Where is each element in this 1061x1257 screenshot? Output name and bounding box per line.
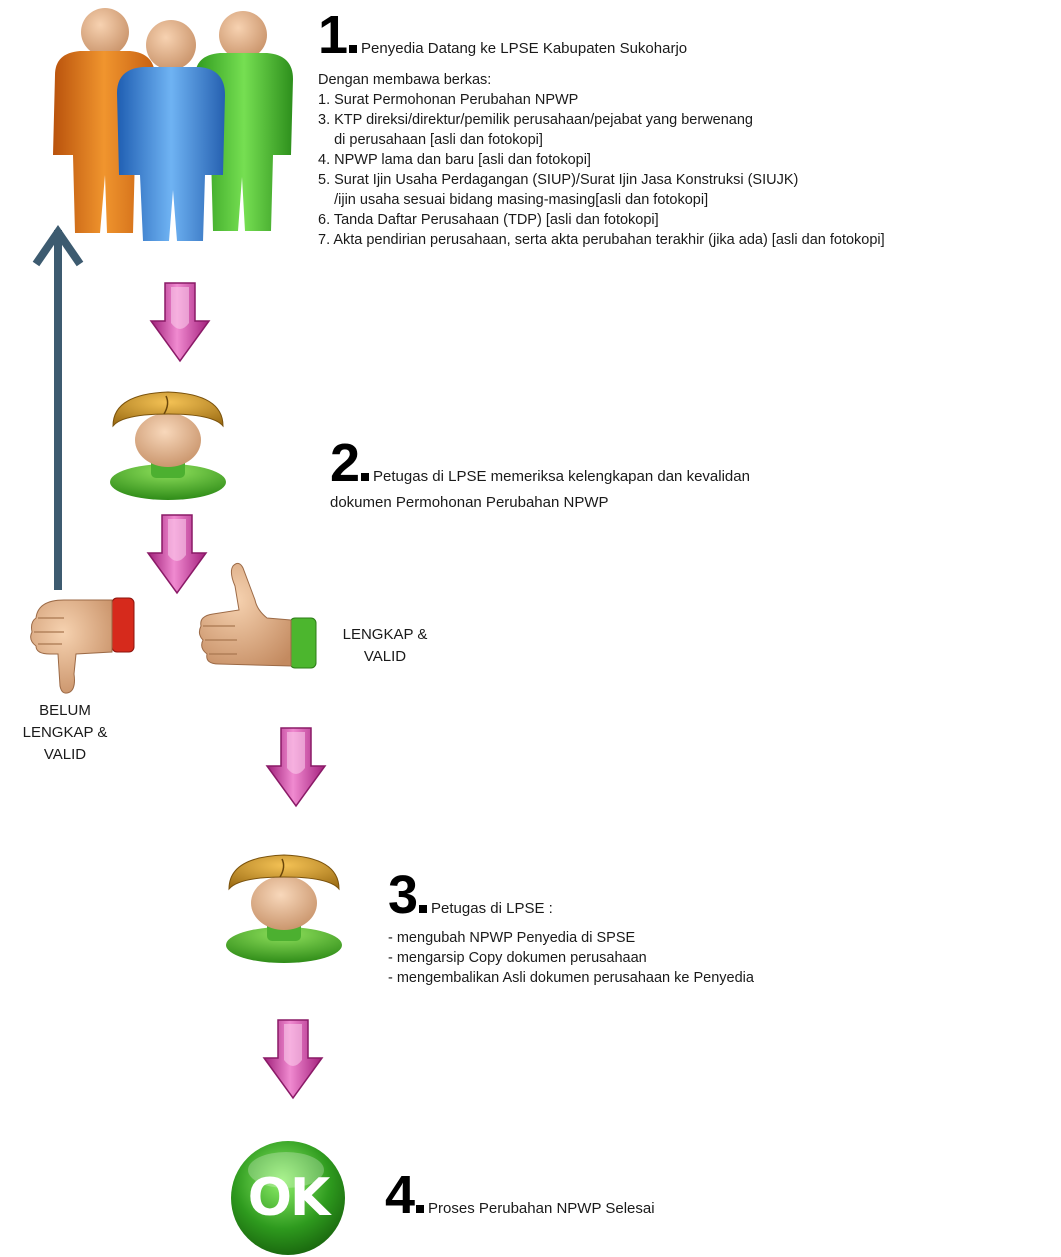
list-item: - mengembalikan Asli dokumen perusahaan … [388,970,754,986]
list-item: - mengubah NPWP Penyedia di SPSE [388,930,636,946]
return-arrow-icon [32,224,84,590]
ok-badge: OK [230,1140,346,1256]
ok-circle-icon [231,1141,345,1255]
step4-title: Proses Perubahan NPWP Selesai [428,1200,655,1217]
people-group-icon [53,8,293,241]
invalid-label: BELUM LENGKAP & VALID [22,702,108,763]
step3-number: 3 [388,865,418,925]
step1-intro: Dengan membawa berkas: [318,72,492,88]
step3-action-list: - mengubah NPWP Penyedia di SPSE - menga… [388,928,754,988]
list-item: 5. Surat Ijin Usaha Perdagangan (SIUP)/S… [318,172,799,188]
flow-arrow-down-icon [263,1019,323,1099]
list-item: di perusahaan [asli dan fotokopi] [318,132,543,148]
step1-number: 1 [318,5,348,65]
valid-label: LENGKAP & VALID [342,626,428,665]
list-item: 6. Tanda Daftar Perusahaan (TDP) [asli d… [318,212,659,228]
step4-number: 4 [385,1165,415,1225]
step3-title: Petugas di LPSE : [431,900,553,917]
officer-icon [109,391,227,501]
list-item: /ijin usaha sesuai bidang masing-masing[… [318,192,709,208]
step1-document-list: 1. Surat Permohonan Perubahan NPWP 3. KT… [318,90,885,250]
thumbs-down-icon [30,597,135,694]
flow-arrow-down-icon [266,727,326,807]
list-item: 3. KTP direksi/direktur/pemilik perusaha… [318,112,753,128]
step-bullet-icon [349,45,358,53]
step2-number: 2 [330,433,360,493]
list-item: 4. NPWP lama dan baru [asli dan fotokopi… [318,152,591,168]
step-bullet-icon [419,905,428,913]
officer-icon [225,854,343,964]
thumbs-up-icon [198,562,317,669]
list-item: 7. Akta pendirian perusahaan, serta akta… [318,232,885,248]
flow-arrow-down-icon [150,282,210,362]
step-bullet-icon [416,1205,425,1213]
ok-badge-text: OK [247,1168,331,1228]
step-bullet-icon [361,473,370,481]
list-item: 1. Surat Permohonan Perubahan NPWP [318,92,579,108]
step2-title: Petugas di LPSE memeriksa kelengkapan da… [373,468,750,485]
step2-title-line2: dokumen Permohonan Perubahan NPWP [330,494,609,511]
step1-title: Penyedia Datang ke LPSE Kabupaten Sukoha… [361,40,688,57]
list-item: - mengarsip Copy dokumen perusahaan [388,950,647,966]
